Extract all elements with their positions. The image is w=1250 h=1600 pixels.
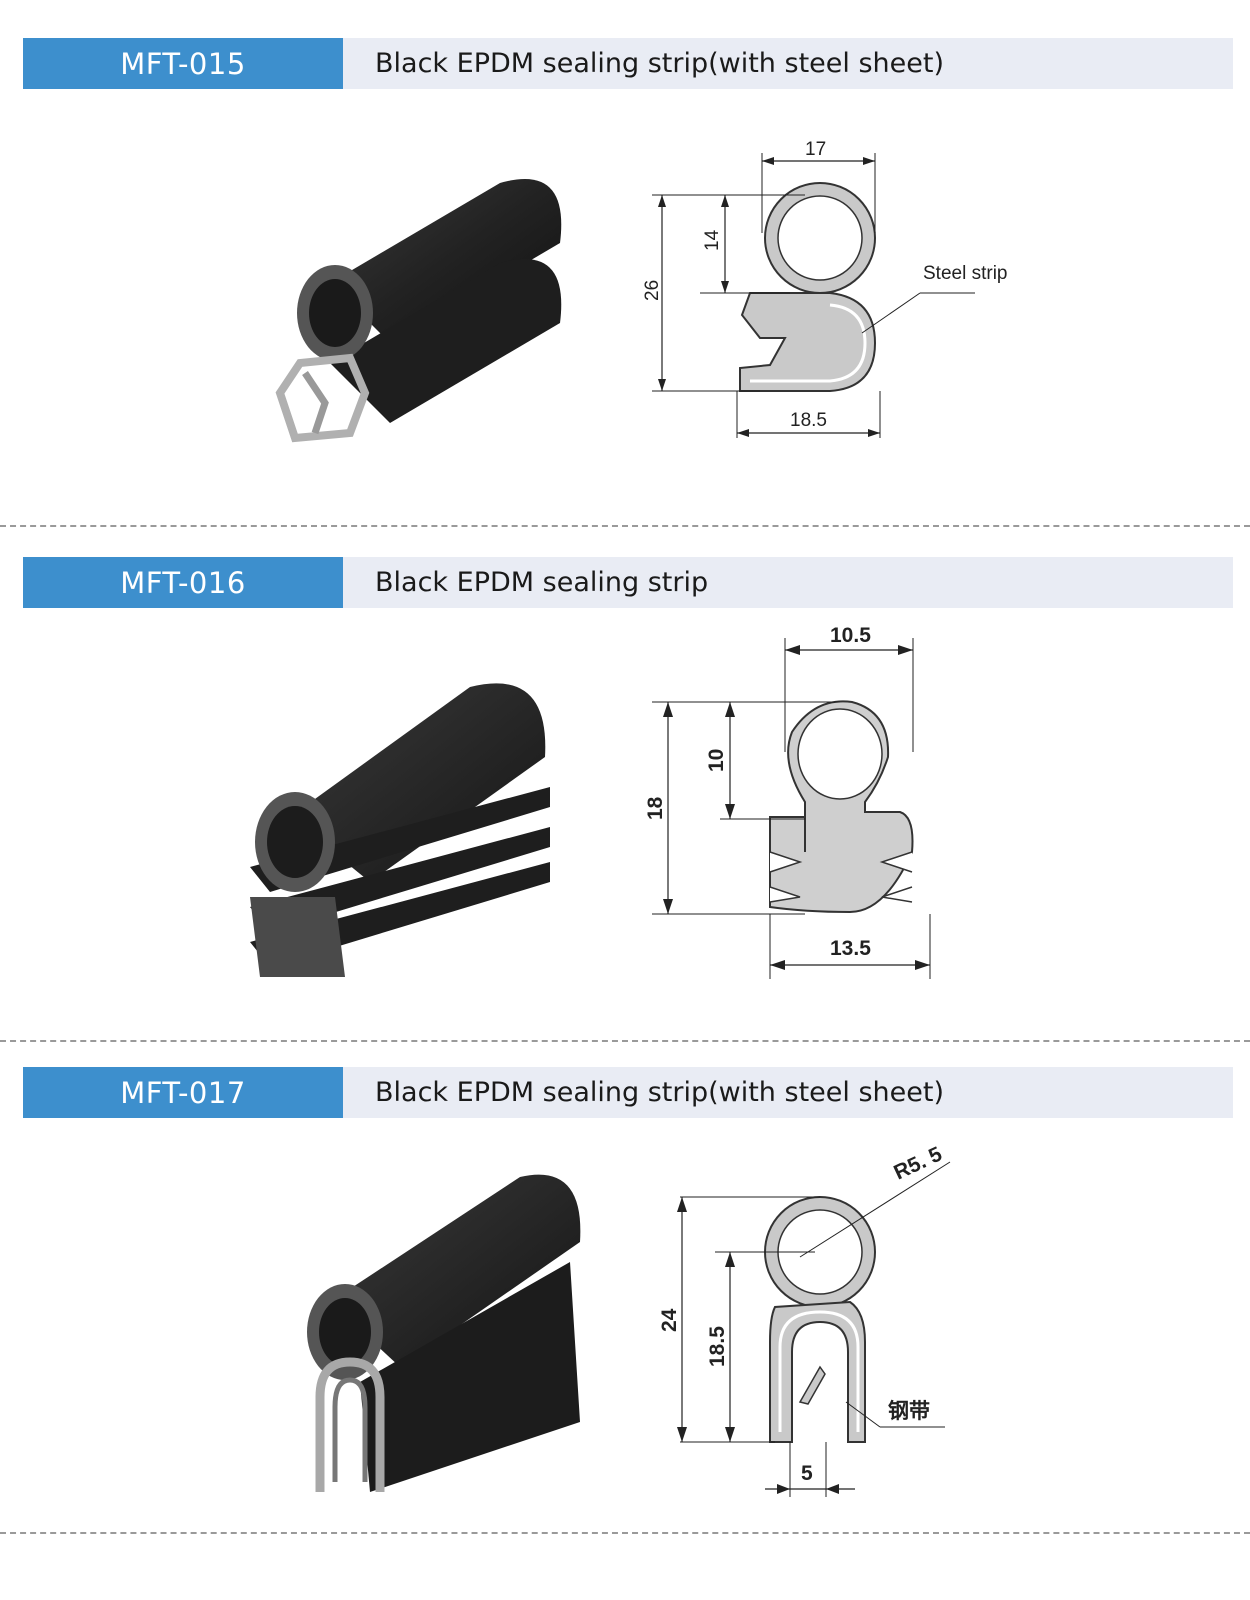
- product-3d-render: [250, 683, 550, 977]
- product-code: MFT-015: [23, 38, 343, 89]
- product-code: MFT-016: [23, 557, 343, 608]
- section-divider: [0, 1532, 1250, 1534]
- dimension-width-top: 10.5: [830, 624, 871, 647]
- dimension-upper-height: 10: [705, 749, 728, 772]
- dimension-gap-width: 5: [801, 1462, 813, 1485]
- dimension-total-height: 18: [644, 796, 667, 820]
- dimension-base-width: 13.5: [830, 937, 871, 960]
- profile-drawing: 24 18.5 R5. 5 5 钢带: [658, 1142, 951, 1497]
- section-divider: [0, 525, 1250, 527]
- dimension-width-top: 17: [805, 139, 826, 160]
- profile-drawing: 17 14 26 18.5 Steel strip: [642, 139, 1007, 438]
- profile-drawing: 10.5 10 18 13.5: [644, 624, 931, 979]
- product-3d-render: [275, 179, 562, 443]
- dimension-base-width: 18.5: [790, 410, 827, 431]
- dimension-radius: R5. 5: [890, 1142, 946, 1184]
- dimension-total-height: 26: [642, 280, 663, 301]
- product-title: Black EPDM sealing strip(with steel shee…: [375, 48, 944, 79]
- product-section-mft-015: MFT-015 Black EPDM sealing strip(with st…: [0, 38, 1250, 528]
- product-3d-render: [307, 1174, 581, 1492]
- dimension-total-height: 24: [658, 1308, 681, 1332]
- dimension-lower-height: 18.5: [706, 1326, 729, 1367]
- product-section-mft-017: MFT-017 Black EPDM sealing strip(with st…: [0, 1067, 1250, 1537]
- product-header: MFT-015 Black EPDM sealing strip(with st…: [23, 38, 1233, 89]
- dimension-upper-height: 14: [702, 229, 723, 251]
- product-title: Black EPDM sealing strip: [375, 567, 709, 598]
- product-header: MFT-016 Black EPDM sealing strip: [23, 557, 1233, 608]
- section-divider: [0, 1040, 1250, 1042]
- product-code: MFT-017: [23, 1067, 343, 1118]
- callout-steel-strip: 钢带: [888, 1399, 930, 1423]
- product-title: Black EPDM sealing strip(with steel shee…: [375, 1077, 944, 1108]
- product-section-mft-016: MFT-016 Black EPDM sealing strip 10.5 10: [0, 557, 1250, 1037]
- callout-steel-strip: Steel strip: [923, 263, 1007, 284]
- product-header: MFT-017 Black EPDM sealing strip(with st…: [23, 1067, 1233, 1118]
